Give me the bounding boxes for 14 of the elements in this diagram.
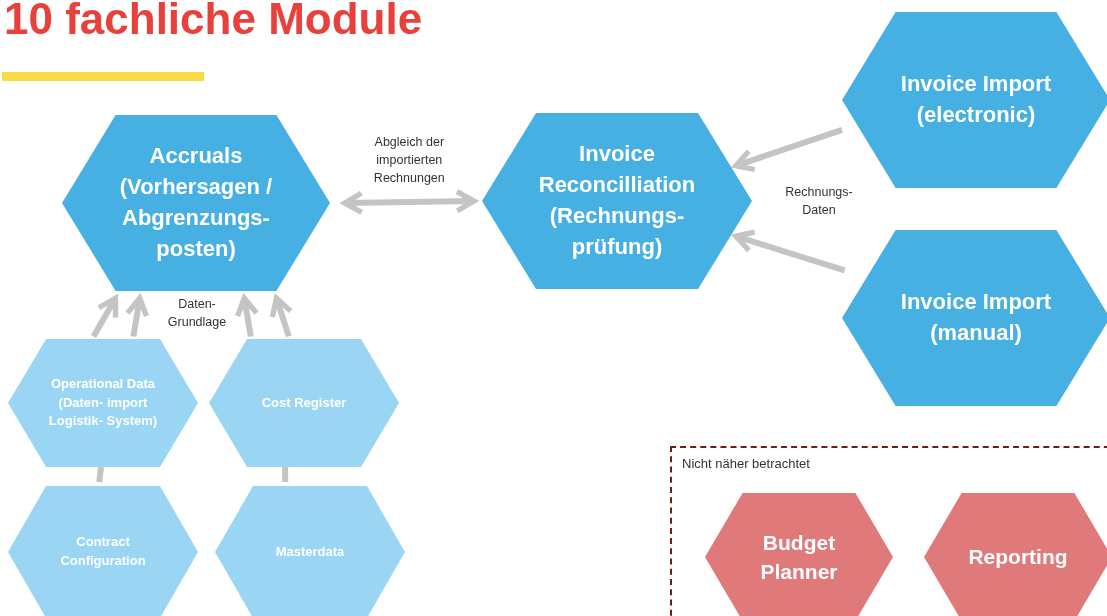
annotation-text: Daten- Grundlage [166, 296, 228, 332]
title: 10 fachliche Module [4, 0, 423, 44]
arrow [234, 295, 260, 337]
arrow [733, 127, 843, 173]
dashed-group-frame [670, 446, 1107, 616]
edge-label: Abgleich der importierten Rechnungen [372, 134, 446, 188]
arrow [342, 189, 477, 215]
arrow [269, 295, 294, 338]
arrow [90, 295, 119, 338]
arrow [124, 295, 150, 337]
connector-line [96, 466, 105, 483]
arrow [733, 229, 846, 274]
group-heading: Nicht näher betrachtet [682, 456, 810, 471]
connector-line [282, 466, 289, 483]
